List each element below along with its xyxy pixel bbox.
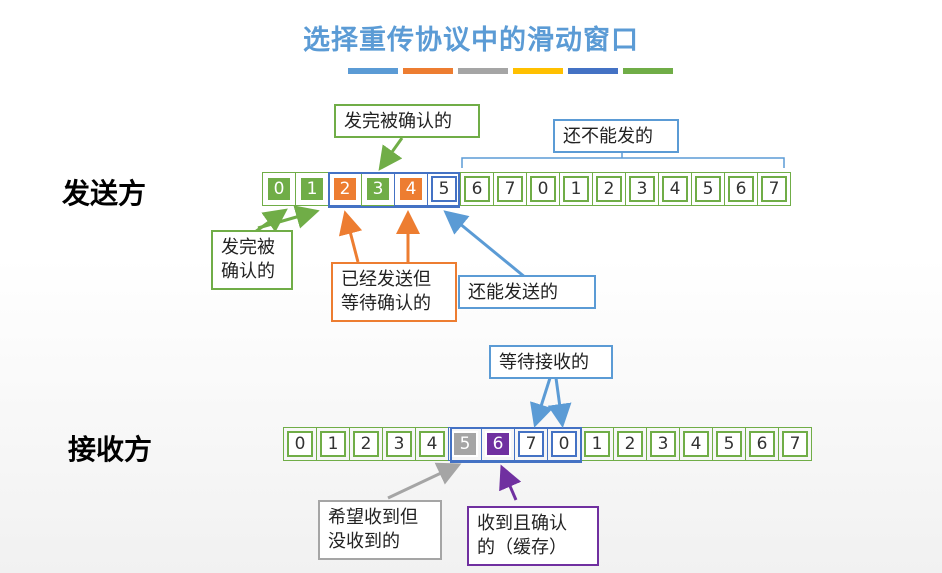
sender-seq-cell: 6 xyxy=(724,172,758,206)
receiver-seq-cell: 0 xyxy=(283,427,317,461)
callout-not-sendable: 还不能发的 xyxy=(553,119,679,153)
arrow-wait-0 xyxy=(547,377,572,428)
sender-seq-cell: 3 xyxy=(625,172,659,206)
callout-waiting: 等待接收的 xyxy=(489,345,613,379)
title-color-bar xyxy=(513,68,563,74)
arrow-can-send xyxy=(443,210,527,280)
sender-seq-cell: 0 xyxy=(526,172,560,206)
receiver-seq-cell: 1 xyxy=(580,427,614,461)
receiver-seq-cell: 4 xyxy=(679,427,713,461)
receiver-seq-cell: 5 xyxy=(712,427,746,461)
receiver-label: 接收方 xyxy=(68,433,153,466)
receiver-seq-cell: 1 xyxy=(316,427,350,461)
receiver-seq-cell: 6 xyxy=(481,427,515,461)
callout-can-send: 还能发送的 xyxy=(458,275,596,309)
receiver-seq-cell: 0 xyxy=(547,427,581,461)
not-sendable-bracket xyxy=(461,157,785,168)
arrow-wait-7 xyxy=(530,377,553,428)
callout-expected-missing: 希望收到但 没收到的 xyxy=(318,500,442,560)
arrow-sent-2 xyxy=(338,210,363,263)
receiver-seq-cell: 2 xyxy=(349,427,383,461)
title-color-bar xyxy=(348,68,398,74)
callout-acked-in-window: 发完被确认的 xyxy=(334,104,480,138)
callout-sent-waiting: 已经发送但 等待确认的 xyxy=(331,262,457,322)
sender-seq-cell: 4 xyxy=(394,172,428,206)
arrow-acked-in-window xyxy=(378,137,404,171)
title-color-bar xyxy=(458,68,508,74)
receiver-seq-cell: 6 xyxy=(745,427,779,461)
sender-seq-cell: 0 xyxy=(262,172,296,206)
page-title: 选择重传协议中的滑动窗口 xyxy=(303,25,639,56)
sender-seq-cell: 7 xyxy=(493,172,527,206)
sender-seq-cell: 1 xyxy=(559,172,593,206)
receiver-seq-cell: 5 xyxy=(448,427,482,461)
receiver-seq-cell: 3 xyxy=(382,427,416,461)
sender-seq-cell: 5 xyxy=(427,172,461,206)
sender-seq-cell: 4 xyxy=(658,172,692,206)
receiver-seq-cell: 7 xyxy=(514,427,548,461)
arrow-expected xyxy=(387,462,462,500)
receiver-seq-cell: 7 xyxy=(778,427,812,461)
sender-seq-cell: 1 xyxy=(295,172,329,206)
title-color-bar xyxy=(623,68,673,74)
sender-seq-cell: 3 xyxy=(361,172,395,206)
receiver-seq-cell: 3 xyxy=(646,427,680,461)
receiver-seq-cell: 2 xyxy=(613,427,647,461)
title-color-bar xyxy=(568,68,618,74)
callout-received-buffered: 收到且确认 的（缓存） xyxy=(467,506,599,566)
sender-seq-cell: 7 xyxy=(757,172,791,206)
sender-label: 发送方 xyxy=(62,177,147,210)
title-color-bar xyxy=(403,68,453,74)
sender-seq-cell: 2 xyxy=(328,172,362,206)
arrow-acked-1 xyxy=(257,205,320,230)
sender-seq-cell: 6 xyxy=(460,172,494,206)
receiver-seq-cell: 4 xyxy=(415,427,449,461)
sender-seq-cell: 5 xyxy=(691,172,725,206)
sender-seq-cell: 2 xyxy=(592,172,626,206)
arrow-buffered xyxy=(499,464,522,501)
callout-acked-before: 发完被 确认的 xyxy=(211,230,293,290)
